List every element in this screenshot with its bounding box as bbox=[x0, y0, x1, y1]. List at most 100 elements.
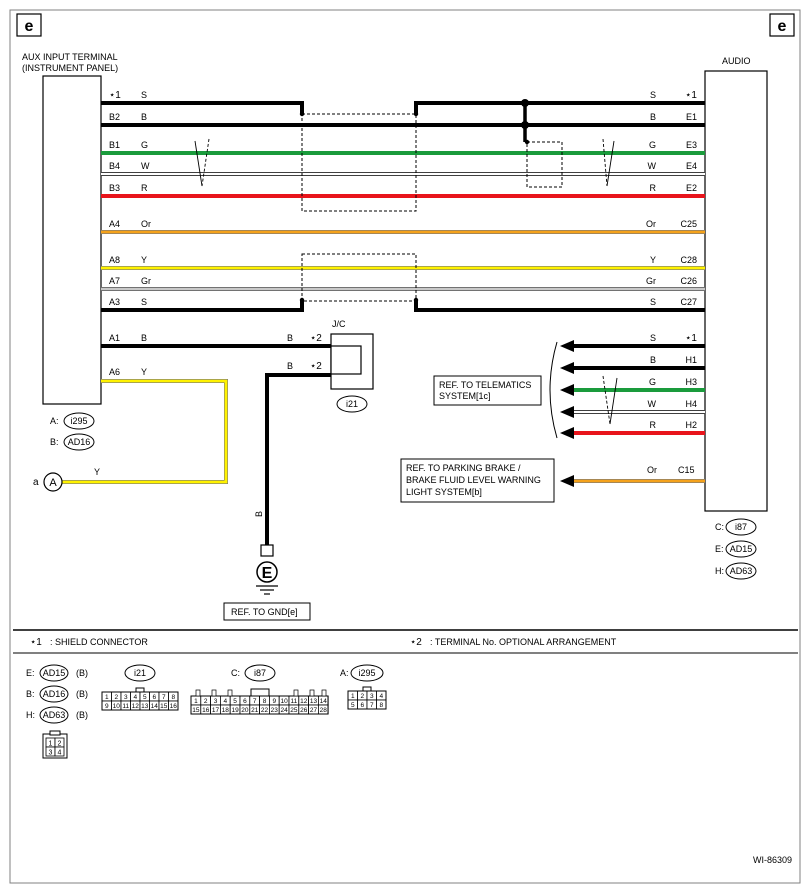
pin-number: 2 bbox=[58, 741, 62, 748]
ground-terminal bbox=[260, 544, 274, 557]
aux-title-line1: AUX INPUT TERMINAL bbox=[22, 52, 118, 62]
wire-a3-c27 bbox=[101, 300, 705, 312]
pin-number: 12 bbox=[300, 698, 308, 705]
telematics-pin-4: H2 bbox=[685, 420, 697, 430]
pin-number: 11 bbox=[291, 698, 298, 705]
pin-number: 25 bbox=[290, 707, 298, 714]
left-pin-b1-e3: B1 bbox=[109, 140, 120, 150]
telematics-arrow-4 bbox=[560, 427, 574, 439]
telematics-arrow-0 bbox=[560, 340, 574, 352]
pin-number: 13 bbox=[141, 703, 149, 710]
right-pin-b4-e4: E4 bbox=[686, 161, 697, 171]
offpage-symbol: A bbox=[49, 477, 57, 489]
parking-brake-ref-line1: REF. TO PARKING BRAKE / bbox=[406, 463, 521, 473]
ground-wire-color: B bbox=[254, 511, 264, 517]
cv-i87-oval bbox=[244, 664, 276, 682]
wire-a6-offpage bbox=[62, 379, 228, 484]
right-pin-a7-c26: C26 bbox=[680, 276, 697, 286]
right-color-a4-c25: Or bbox=[646, 219, 656, 229]
pin-number: 4 bbox=[133, 694, 137, 701]
pin-cell bbox=[54, 746, 65, 757]
pin-number: 5 bbox=[143, 694, 147, 701]
cv-i87-tab bbox=[321, 689, 327, 697]
cv-e-tag: (B) bbox=[76, 668, 88, 678]
cv-h-code: AD63 bbox=[43, 710, 66, 720]
cv-i87-latch bbox=[250, 688, 270, 697]
pin-number: 5 bbox=[233, 698, 237, 705]
cv-h-tag: (B) bbox=[76, 710, 88, 720]
right-color-s-top: S bbox=[650, 90, 656, 100]
parking-brake-color: Or bbox=[647, 465, 657, 475]
right-pin-a8-c28: C28 bbox=[680, 255, 697, 265]
ground-ref-text: REF. TO GND[e] bbox=[231, 607, 298, 617]
color-label-a1: B bbox=[141, 333, 147, 343]
aux-input-terminal-box bbox=[42, 75, 102, 405]
right-color-a7-c26: Gr bbox=[646, 276, 656, 286]
telematics-arrow-3 bbox=[560, 406, 574, 418]
junction-top-color: B bbox=[287, 333, 293, 343]
legend-note2-symbol: ⋆2 bbox=[410, 637, 422, 648]
cv-i87-tab bbox=[293, 689, 299, 697]
pin-number: 16 bbox=[170, 703, 178, 710]
figure-id: WI-86309 bbox=[753, 855, 792, 865]
cv-i87-tab bbox=[211, 689, 217, 697]
corner-label-right: e bbox=[778, 18, 787, 35]
parking-brake-ref-line2: BRAKE FLUID LEVEL WARNING bbox=[406, 475, 541, 485]
left-color-a4-c25: Or bbox=[141, 219, 151, 229]
left-color-s-top: S bbox=[141, 90, 147, 100]
ground-symbol-letter: E bbox=[262, 565, 273, 582]
telematics-pin-1: H1 bbox=[685, 355, 697, 365]
right-color-a3-c27: S bbox=[650, 297, 656, 307]
offpage-wire-color: Y bbox=[94, 467, 100, 477]
pin-number: 3 bbox=[214, 698, 218, 705]
pin-number: 6 bbox=[360, 702, 364, 709]
pin-number: 2 bbox=[360, 693, 364, 700]
audio-title: AUDIO bbox=[722, 56, 751, 66]
right-color-b4-e4: W bbox=[648, 161, 657, 171]
left-color-a8-c28: Y bbox=[141, 255, 147, 265]
pin-number: 6 bbox=[152, 694, 156, 701]
pin-number: 4 bbox=[58, 750, 62, 757]
left-color-a3-c27: S bbox=[141, 297, 147, 307]
pin-number: 15 bbox=[192, 707, 200, 714]
pin-number: 2 bbox=[204, 698, 208, 705]
audio-connector-e-label: E: bbox=[715, 544, 724, 554]
telematics-pin-3: H4 bbox=[685, 399, 697, 409]
legend-note1-text: : SHIELD CONNECTOR bbox=[50, 637, 148, 647]
junction-code-oval bbox=[336, 395, 368, 413]
left-color-b2-e1: B bbox=[141, 112, 147, 122]
right-pin-a3-c27: C27 bbox=[680, 297, 697, 307]
shield-box-bottom bbox=[301, 253, 417, 302]
pin-number: 3 bbox=[124, 694, 128, 701]
pin-number: 22 bbox=[261, 707, 269, 714]
left-color-b1-e3: G bbox=[141, 140, 148, 150]
telematics-color-1: B bbox=[650, 355, 656, 365]
cv-b-label: B: bbox=[26, 689, 35, 699]
pin-number: 8 bbox=[171, 694, 175, 701]
corner-box-right: e bbox=[769, 13, 795, 37]
cv-e-code: AD15 bbox=[43, 668, 66, 678]
legend-note1-symbol: ⋆1 bbox=[30, 637, 42, 648]
cv-b-oval bbox=[39, 685, 69, 703]
audio-unit-box bbox=[704, 70, 768, 512]
cv-i87-code: i87 bbox=[254, 668, 266, 678]
shield-box-top bbox=[301, 113, 417, 212]
right-pin-b3-e2: E2 bbox=[686, 183, 697, 193]
left-pin-s-top: ⋆1 bbox=[109, 90, 121, 101]
left-pin-a7-c26: A7 bbox=[109, 276, 120, 286]
left-pin-b2-e1: B2 bbox=[109, 112, 120, 122]
pin-number: 8 bbox=[379, 702, 383, 709]
pin-number: 28 bbox=[320, 707, 328, 714]
cv-i87-label: C: bbox=[231, 668, 240, 678]
left-pin-a4-c25: A4 bbox=[109, 219, 120, 229]
pin-number: 15 bbox=[160, 703, 168, 710]
right-color-a8-c28: Y bbox=[650, 255, 656, 265]
pin-number: 18 bbox=[222, 707, 230, 714]
pin-label-a1: A1 bbox=[109, 333, 120, 343]
